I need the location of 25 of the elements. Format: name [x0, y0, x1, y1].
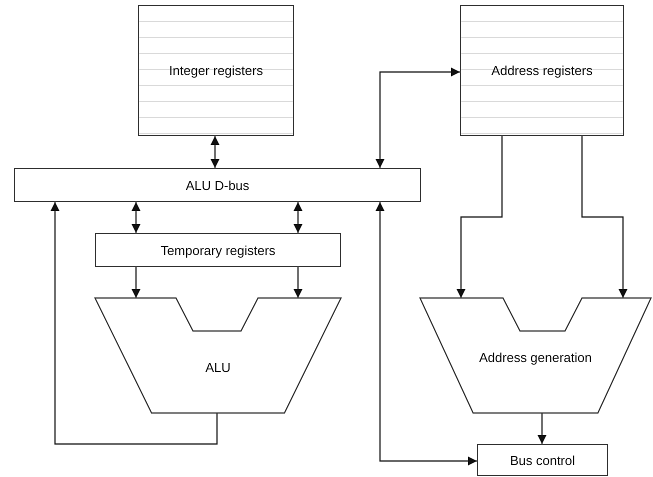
process-box	[477, 444, 608, 476]
bus-box	[14, 168, 421, 202]
register-file-box	[460, 5, 624, 136]
arrow	[210, 136, 220, 168]
node-label: Integer registers	[168, 63, 264, 78]
arrow	[132, 202, 140, 233]
alu-shape	[95, 298, 341, 413]
node-label: Temporary registers	[160, 242, 276, 258]
arrow	[376, 202, 477, 466]
arrow	[456, 136, 503, 298]
arrow	[294, 202, 302, 233]
arrow	[376, 68, 460, 168]
process-box	[95, 233, 341, 267]
node-label: ALU D-bus	[184, 178, 250, 192]
alu-shape	[420, 298, 651, 413]
node-label: Address registers	[490, 63, 594, 78]
arrow	[50, 202, 218, 445]
node-label: Address generation	[478, 350, 593, 365]
arrow	[132, 267, 140, 298]
node-label: Bus control	[508, 452, 576, 468]
arrow	[581, 136, 628, 298]
arrow	[538, 413, 546, 444]
arrow	[294, 267, 302, 298]
node-label: ALU	[204, 360, 232, 375]
register-file-box	[138, 5, 294, 136]
